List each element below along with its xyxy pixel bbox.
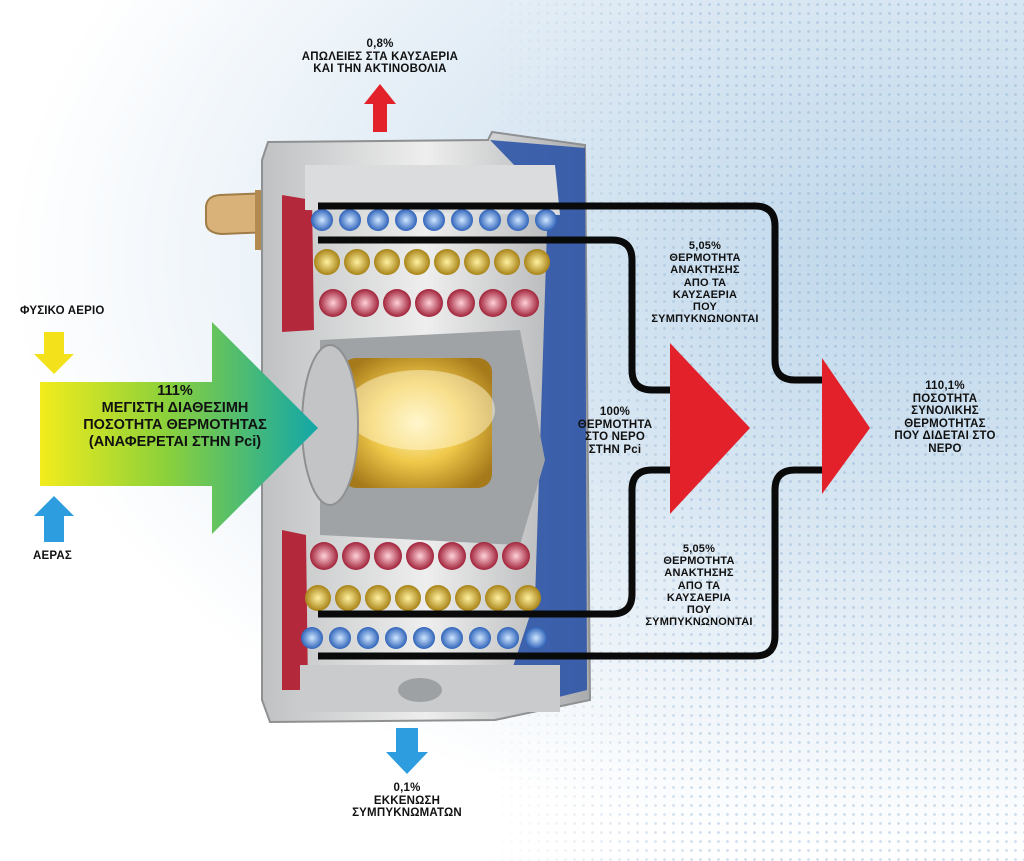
- recovery-top-value: 5,05%: [688, 240, 722, 252]
- recovery-top-line-5: ΠΟΥ: [692, 301, 718, 314]
- insulation-right: [490, 140, 587, 712]
- flow-line-top-outer: [318, 202, 822, 384]
- flow-line-bottom-outer: [318, 466, 822, 660]
- flame-glow: [345, 370, 495, 450]
- total-heat-line-5: ΝΕΡΟ: [928, 442, 962, 455]
- tube-row-top-yellow: [314, 249, 550, 275]
- air-arrow-up: [34, 496, 74, 542]
- max-heat-label: 111% ΜΕΓΙΣΤΗ ΔΙΑΘΕΣΙΜΗ ΠΟΣΟΤΗΤΑ ΘΕΡΜΟΤΗΤ…: [40, 383, 310, 451]
- recovery-top-line-3: ΑΠΟ ΤΑ: [683, 276, 727, 289]
- recovery-bottom-line-4: ΚΑΥΣΑΕΡΙΑ: [666, 591, 732, 604]
- flow-line-bottom-inner: [318, 466, 670, 618]
- tube-row-bottom-red: [310, 542, 530, 570]
- loss-line-1: ΑΠΩΛΕΙΕΣ ΣΤΑ ΚΑΥΣΑΕΡΙΑ: [301, 50, 459, 63]
- recovery-top-label: 5,05% ΘΕΡΜΟΤΗΤΑ ΑΝΑΚΤΗΣΗΣ ΑΠΟ ΤΑ ΚΑΥΣΑΕΡ…: [635, 240, 775, 325]
- recovery-bottom-value: 5,05%: [682, 543, 716, 555]
- tube-row-top-red: [319, 289, 539, 317]
- recovery-bottom-line-2: ΑΝΑΚΤΗΣΗΣ: [664, 567, 734, 580]
- recovery-bottom-line-1: ΘΕΡΜΟΤΗΤΑ: [663, 555, 735, 568]
- water-heat-label: 100% ΘΕΡΜΟΤΗΤΑ ΣΤΟ ΝΕΡΟ ΣΤΗΝ Pci: [565, 406, 665, 456]
- drain-value: 0,1%: [393, 782, 421, 794]
- loss-label: 0,8% ΑΠΩΛΕΙΕΣ ΣΤΑ ΚΑΥΣΑΕΡΙΑ ΚΑΙ ΤΗΝ ΑΚΤΙ…: [300, 38, 460, 76]
- drain-line-1: ΕΚΚΕΝΩΣΗ: [373, 794, 441, 807]
- recovery-top-line-4: ΚΑΥΣΑΕΡΙΑ: [672, 288, 738, 301]
- tube-row-bottom-blue: [301, 627, 547, 649]
- total-heat-line-3: ΘΕΡΜΟΤΗΤΑΣ: [904, 417, 986, 430]
- drain-arrow-down: [386, 728, 428, 774]
- max-heat-line-1: ΜΕΓΙΣΤΗ ΔΙΑΘΕΣΙΜΗ: [101, 400, 249, 416]
- max-heat-value: 111%: [157, 383, 193, 399]
- total-heat-line-4: ΠΟΥ ΔΙΔΕΤΑΙ ΣΤΟ: [894, 430, 996, 442]
- total-heat-line-2: ΣΥΝΟΛΙΚΗΣ: [911, 405, 979, 417]
- flow-lines: [318, 202, 822, 660]
- seal-bottom: [282, 530, 308, 690]
- recovery-top-line-6: ΣΥΜΠΥΚΝΩΝΟΝΤΑΙ: [651, 313, 759, 326]
- recovery-bottom-line-6: ΣΥΜΠΥΚΝΩΝΟΝΤΑΙ: [645, 616, 753, 629]
- water-heat-arrow: [670, 343, 750, 514]
- loss-arrow-up: [364, 84, 396, 132]
- drain-port: [398, 678, 442, 702]
- heat-exchanger-illustration: [204, 130, 592, 724]
- recovery-bottom-label: 5,05% ΘΕΡΜΟΤΗΤΑ ΑΝΑΚΤΗΣΗΣ ΑΠΟ ΤΑ ΚΑΥΣΑΕΡ…: [624, 543, 774, 628]
- water-heat-line-2: ΣΤΟ ΝΕΡΟ: [584, 431, 646, 443]
- water-heat-value: 100%: [599, 406, 631, 418]
- total-heat-arrow: [822, 358, 870, 494]
- total-heat-value: 110,1%: [925, 380, 965, 392]
- drain-line-2: ΣΥΜΠΥΚΝΩΜΑΤΩΝ: [352, 807, 462, 819]
- water-heat-line-3: ΣΤΗΝ Pci: [588, 443, 642, 456]
- flow-line-top-inner: [318, 236, 670, 394]
- total-heat-line-1: ΠΟΣΟΤΗΤΑ: [912, 392, 978, 405]
- max-heat-arrow: [40, 322, 318, 534]
- tube-row-top-blue: [311, 209, 557, 231]
- max-heat-line-2: ΠΟΣΟΤΗΤΑ ΘΕΡΜΟΤΗΤΑΣ: [83, 417, 267, 433]
- total-heat-label: 110,1% ΠΟΣΟΤΗΤΑ ΣΥΝΟΛΙΚΗΣ ΘΕΡΜΟΤΗΤΑΣ ΠΟΥ…: [880, 380, 1010, 455]
- recovery-bottom-line-5: ΠΟΥ: [686, 604, 712, 617]
- recovery-top-line-2: ΑΝΑΚΤΗΣΗΣ: [670, 264, 740, 277]
- gas-label: ΦΥΣΙΚΟ ΑΕΡΙΟ: [20, 305, 105, 317]
- water-heat-line-1: ΘΕΡΜΟΤΗΤΑ: [577, 418, 653, 431]
- loss-line-2: ΚΑΙ ΤΗΝ ΑΚΤΙΝΟΒΟΛΙΑ: [313, 63, 447, 75]
- loss-value: 0,8%: [366, 38, 394, 50]
- seal-top: [282, 195, 314, 332]
- recovery-bottom-line-3: ΑΠΟ ΤΑ: [677, 579, 721, 592]
- tube-row-bottom-yellow: [305, 585, 541, 611]
- air-label: ΑΕΡΑΣ: [33, 550, 72, 562]
- gas-arrow-down: [34, 332, 74, 374]
- recovery-top-line-1: ΘΕΡΜΟΤΗΤΑ: [669, 252, 741, 265]
- max-heat-line-3: (ΑΝΑΦΕΡΕΤΑΙ ΣΤΗΝ Pci): [88, 434, 262, 450]
- drain-label: 0,1% ΕΚΚΕΝΩΣΗ ΣΥΜΠΥΚΝΩΜΑΤΩΝ: [332, 782, 482, 820]
